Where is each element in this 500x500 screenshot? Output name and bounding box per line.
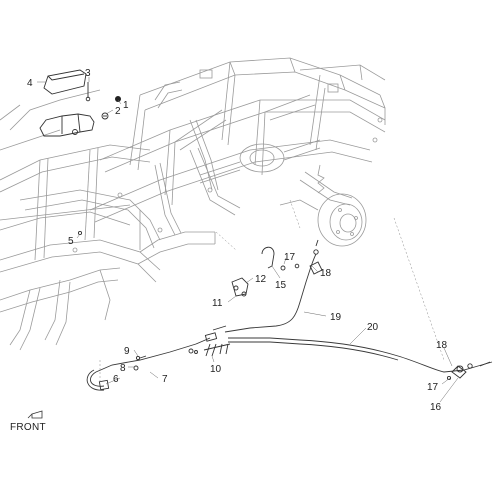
callout-17-top: 17 bbox=[284, 252, 296, 263]
callout-11: 11 bbox=[212, 298, 223, 309]
callout-5: 5 bbox=[68, 236, 74, 247]
callout-7: 7 bbox=[162, 374, 168, 385]
rear-cable-left-part bbox=[228, 337, 493, 381]
equalizer-part bbox=[203, 325, 231, 357]
callout-3: 3 bbox=[85, 68, 91, 79]
callout-19: 19 bbox=[330, 312, 342, 323]
callout-2: 2 bbox=[115, 106, 121, 117]
callout-15: 15 bbox=[275, 280, 287, 291]
callout-6: 6 bbox=[113, 374, 119, 385]
leader-lines bbox=[37, 77, 459, 403]
vehicle-frame bbox=[0, 57, 386, 351]
callout-1: 1 bbox=[123, 100, 129, 111]
front-orientation-marker: FRONT bbox=[10, 410, 46, 433]
clip-parts bbox=[133, 355, 147, 371]
front-label: FRONT bbox=[10, 422, 46, 433]
bolt-part bbox=[101, 96, 121, 120]
callout-12: 12 bbox=[255, 274, 267, 285]
screw-part bbox=[85, 82, 91, 102]
callout-18-bottom: 18 bbox=[436, 340, 448, 351]
front-cable-part bbox=[86, 337, 211, 391]
handbrake-lever-part bbox=[39, 113, 95, 137]
callouts: 1 2 3 4 5 6 7 8 9 10 11 12 15 16 17 17 1… bbox=[27, 68, 448, 413]
callout-10: 10 bbox=[210, 364, 222, 375]
callout-18-top: 18 bbox=[320, 268, 332, 279]
bracket-part bbox=[231, 277, 249, 297]
mounting-point bbox=[77, 230, 83, 236]
clamp-part bbox=[261, 246, 300, 271]
callout-8: 8 bbox=[120, 363, 126, 374]
callout-9: 9 bbox=[124, 346, 130, 357]
callout-16: 16 bbox=[430, 402, 442, 413]
callout-20: 20 bbox=[367, 322, 379, 333]
callout-17-bottom: 17 bbox=[427, 382, 439, 393]
rear-cable-right-part bbox=[224, 239, 323, 333]
callout-4: 4 bbox=[27, 78, 33, 89]
handbrake-cover-part bbox=[43, 69, 87, 95]
front-arrow-icon bbox=[31, 410, 43, 419]
